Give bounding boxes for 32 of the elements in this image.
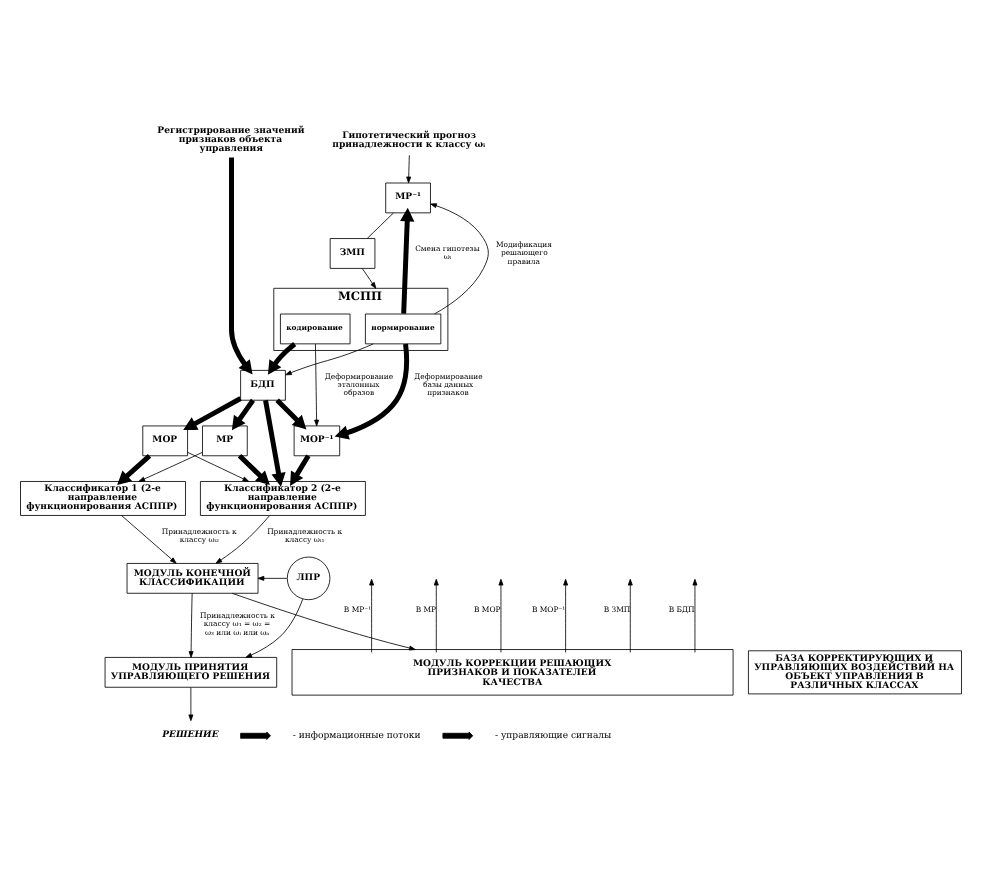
arrow bbox=[229, 156, 253, 374]
arrow bbox=[433, 577, 439, 652]
arrow bbox=[231, 591, 416, 650]
arrow bbox=[627, 577, 633, 652]
arrow bbox=[187, 450, 250, 481]
arrow bbox=[263, 398, 286, 486]
arrow bbox=[400, 206, 415, 313]
arrow bbox=[188, 591, 194, 657]
arrow bbox=[406, 153, 412, 183]
arrow bbox=[117, 452, 152, 484]
connector bbox=[366, 211, 394, 238]
arrow bbox=[257, 574, 288, 580]
arrow bbox=[692, 577, 698, 652]
arrow bbox=[231, 397, 255, 430]
arrow bbox=[314, 342, 320, 426]
arrow bbox=[334, 342, 410, 439]
arrow bbox=[275, 397, 307, 429]
arrow bbox=[361, 267, 377, 288]
arrow bbox=[215, 514, 270, 563]
arrow bbox=[430, 202, 489, 314]
arrow bbox=[188, 686, 194, 721]
arrow bbox=[245, 597, 304, 657]
arrow bbox=[290, 453, 311, 485]
arrow bbox=[285, 342, 374, 375]
arrow bbox=[369, 577, 375, 652]
arrow bbox=[183, 395, 242, 430]
arrow bbox=[138, 450, 203, 481]
arrow bbox=[563, 577, 569, 652]
arrow bbox=[267, 341, 297, 374]
arrow bbox=[237, 453, 270, 485]
arrow bbox=[121, 514, 177, 563]
arrow bbox=[498, 577, 504, 652]
